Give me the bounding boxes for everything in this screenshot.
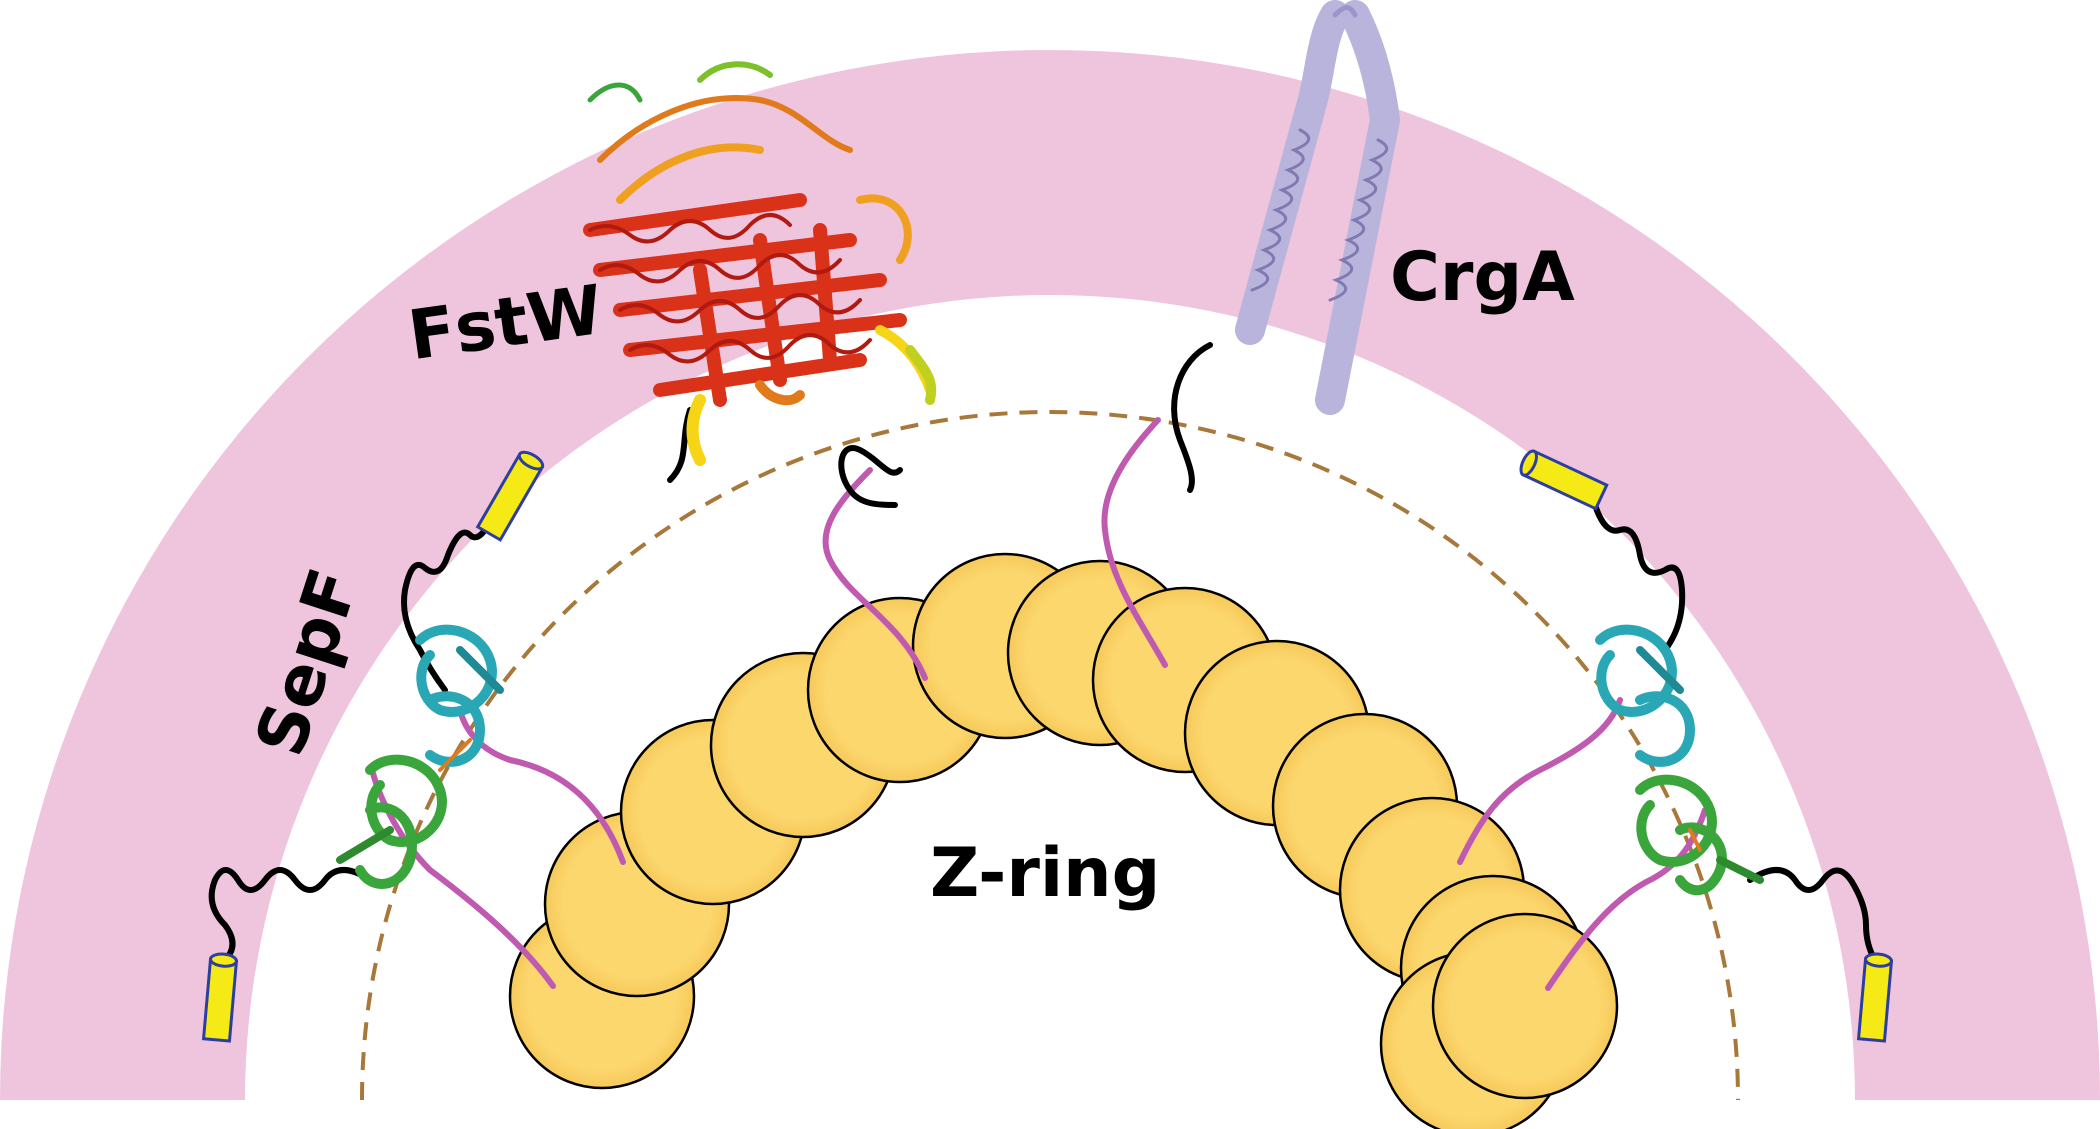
membrane-helix-cylinder-icon bbox=[1856, 952, 1894, 1043]
membrane-helix-cylinder-icon bbox=[475, 450, 545, 542]
ctail bbox=[822, 467, 928, 681]
sepf-right-lower-linker bbox=[1747, 867, 1878, 963]
sepf-protein-structure-icon bbox=[336, 624, 504, 889]
crga-protein-structure-icon bbox=[1235, 0, 1401, 415]
fstw-linker-left bbox=[667, 407, 693, 483]
amphipathic-helices bbox=[201, 449, 1894, 1043]
ctail bbox=[1101, 417, 1168, 668]
ctail bbox=[1457, 697, 1623, 865]
ftsz-c-terminal-tails bbox=[369, 417, 1708, 991]
label-crga: CrgA bbox=[1390, 238, 1575, 317]
sepf-protein-structure-icon bbox=[1595, 624, 1764, 896]
ftsz-subunit bbox=[1431, 912, 1619, 1100]
crga-linker bbox=[1171, 342, 1213, 493]
membrane-helix-cylinder-icon bbox=[201, 952, 239, 1043]
fstw-linker-right bbox=[838, 445, 903, 508]
ctail bbox=[457, 707, 626, 865]
sepf-left-lower-linker bbox=[208, 867, 373, 963]
ctail bbox=[1545, 807, 1708, 991]
label-zring: Z-ring bbox=[930, 834, 1160, 913]
ftsz-filament bbox=[508, 552, 1619, 1129]
sepf-right-upper-linker bbox=[1592, 502, 1686, 653]
membrane-helix-cylinder-icon bbox=[1519, 449, 1609, 511]
fstw-protein-structure-icon bbox=[583, 61, 937, 466]
membrane-band bbox=[0, 50, 2100, 1100]
sepf-left-upper-linker bbox=[401, 509, 498, 693]
dashed-membrane-inner-line bbox=[360, 410, 1740, 1101]
